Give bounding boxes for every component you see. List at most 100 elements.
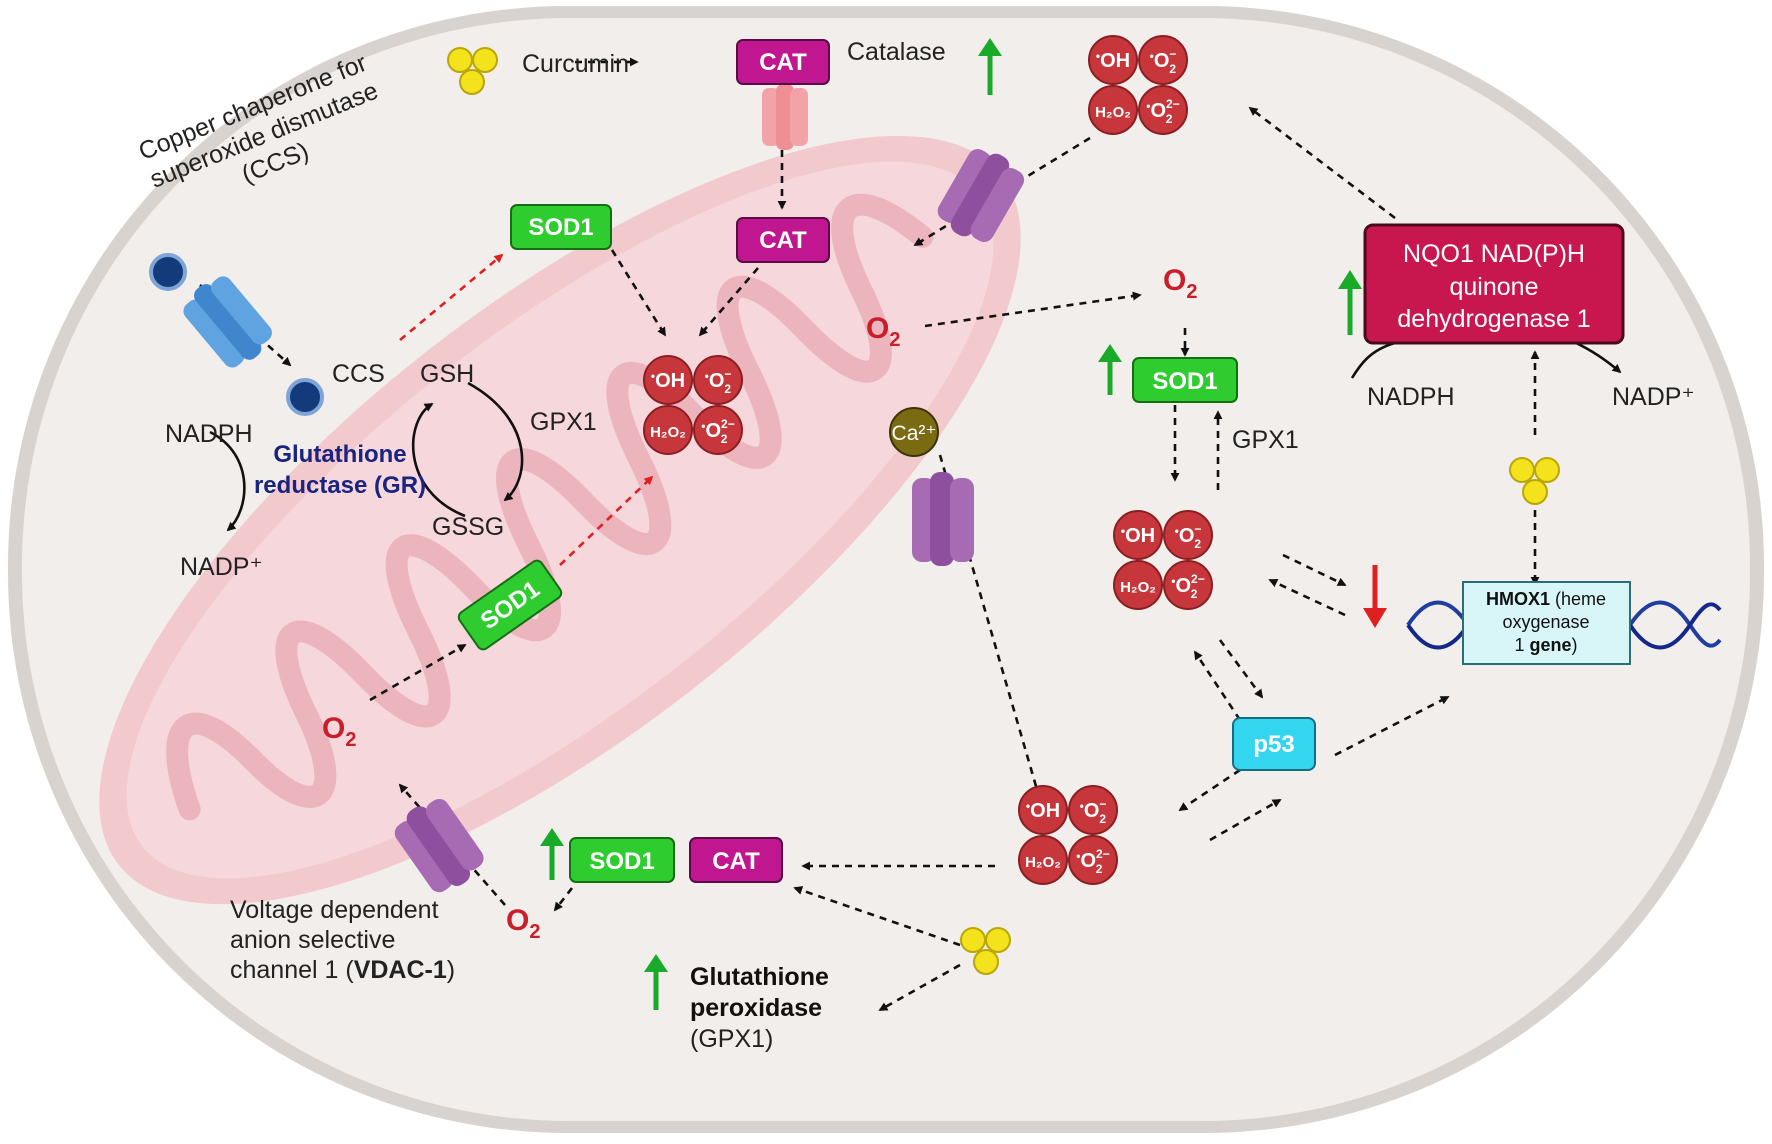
ros-cluster-top-o22minus-disc — [1138, 85, 1188, 135]
ros-cluster-top-o2minus-label: •O−2 — [1150, 47, 1177, 76]
ros-cluster-right-o22minus-o: O — [1175, 575, 1191, 597]
ros-cluster-top-o2minus-charge: − — [1169, 47, 1176, 61]
edge-ros-hmox-1 — [1282, 553, 1347, 587]
nadp-left-label: NADP⁺ — [180, 553, 263, 581]
nadph-left-label: NADPH — [165, 420, 253, 448]
ros-cluster-top-o2minus-o: O — [1154, 50, 1170, 72]
ros-cluster-mito-o22minus-charge: 2− — [721, 417, 735, 431]
ros-cluster-top-o22minus-charge: 2− — [1166, 97, 1180, 111]
ros-cluster-mito-o2minus-label: •O−2 — [705, 367, 732, 396]
red-connectors — [399, 253, 654, 566]
ros-cluster-bottom-o22minus-o: O — [1080, 850, 1096, 872]
nqo1-box: NQO1 NAD(P)H quinone dehydrogenase 1 — [1363, 223, 1625, 345]
o2-label-right: O2 — [1163, 264, 1197, 303]
ros-cluster-mito-oh-text: OH — [655, 370, 685, 392]
o2-mito-sub: 2 — [889, 329, 900, 351]
o2-right-o: O — [1163, 264, 1186, 297]
edge-nqo1-ros — [1248, 106, 1396, 220]
ros-cluster-top-o2minus-dot: • — [1150, 49, 1154, 63]
mitochondrion — [99, 135, 1021, 905]
p53-label: p53 — [1253, 731, 1294, 758]
gpx-line-2: peroxidase — [690, 994, 822, 1022]
gpx-line-1: Glutathione — [690, 963, 829, 991]
ros-cluster-bottom-oh-text: OH — [1030, 800, 1060, 822]
cat-box-bottom-label: CAT — [712, 848, 760, 875]
nadph-right-label: NADPH — [1367, 383, 1455, 411]
cat-box-top: CAT — [736, 39, 830, 85]
cat-box-bottom: CAT — [689, 837, 783, 883]
ros-cluster-bottom-o2minus-o: O — [1084, 800, 1100, 822]
ros-cluster-mito-o2minus-charge: − — [724, 367, 731, 381]
ros-cluster-mito-o2minus-disc — [693, 355, 743, 405]
hmox1-l3-bold: gene — [1530, 635, 1572, 655]
ros-cluster-bottom-o22minus-dot: • — [1076, 849, 1080, 863]
edge-ros-p53-b — [1209, 798, 1282, 842]
ros-cluster-right-o22minus-disc — [1163, 560, 1213, 610]
ros-cluster-top-o2minus-sub: 2 — [1169, 62, 1176, 76]
gsh-label: GSH — [420, 360, 474, 388]
ros-cluster-bottom-oh-dot: • — [1026, 799, 1030, 813]
sod1-box-right: SOD1 — [1132, 357, 1238, 403]
ros-cluster-top-h2o2-disc — [1088, 85, 1138, 135]
sod1-box-top-label: SOD1 — [528, 214, 593, 241]
ros-cluster-bottom-o22minus-sub: 2 — [1096, 862, 1103, 876]
o2-bottom-sub: 2 — [529, 921, 540, 943]
ros-cluster-mito-o22minus-sub: 2 — [721, 432, 728, 446]
ros-cluster-mito-oh-disc — [643, 355, 693, 405]
curcumin-molecule-right — [1509, 457, 1560, 505]
ros-clusters: •OH•O−2H₂O₂•O2−2•OH•O−2H₂O₂•O2−2•OH•O−2H… — [643, 35, 1213, 885]
o2-left-text: O2 — [322, 712, 356, 751]
sod1-box-top: SOD1 — [510, 204, 612, 250]
edge-cat-ros — [698, 267, 759, 337]
gr-line-1: Glutathione — [273, 441, 406, 468]
ros-cluster-bottom-o2minus-label: •O−2 — [1080, 797, 1107, 826]
vdac-line-2: anion selective — [230, 926, 395, 954]
hmox1-line-1: HMOX1 (heme — [1486, 589, 1606, 609]
ros-cluster-bottom-o2minus-sub: 2 — [1099, 812, 1106, 826]
ros-cluster-right-o22minus-sub: 2 — [1191, 587, 1198, 601]
connectors — [199, 57, 1540, 1012]
up-arrow-sod1-bottom — [540, 828, 564, 880]
down-arrow-hmox — [1363, 565, 1387, 628]
ros-cluster-bottom-o2minus-disc — [1068, 785, 1118, 835]
edge-p53-hmox — [1334, 695, 1450, 757]
ros-cluster-right-o22minus-charge: 2− — [1191, 572, 1205, 586]
up-arrow-gpx — [644, 954, 668, 1010]
ros-cluster-mito-o22minus-label: •O2−2 — [701, 417, 734, 446]
nadp-right-label: NADP⁺ — [1612, 383, 1695, 411]
edge-o2-sod1d — [369, 643, 467, 702]
up-arrow-sod1-right — [1098, 344, 1122, 395]
ros-cluster-right-o2minus-label: •O−2 — [1175, 522, 1202, 551]
edge-o2-o2 — [924, 291, 1142, 328]
ros-cluster-top-o2minus-disc — [1138, 35, 1188, 85]
o2-bottom-o: O — [506, 904, 529, 937]
o2-mito-o: O — [866, 312, 889, 345]
ros-cluster-mito-oh-label: •OH — [651, 369, 685, 392]
o2-right-text: O2 — [1163, 264, 1197, 303]
ros-cluster-top-oh-disc — [1088, 35, 1138, 85]
vdac-line-1: Voltage dependent — [230, 896, 439, 924]
ros-cluster-top-o22minus-dot: • — [1146, 99, 1150, 113]
o2-bottom-text: O2 — [506, 904, 540, 943]
ros-cluster-bottom-h2o2-disc — [1018, 835, 1068, 885]
curcumin-molecule-bottom — [960, 927, 1011, 975]
nqo1-line-1: NQO1 NAD(P)H — [1403, 240, 1585, 268]
gpx1-label-right: GPX1 — [1232, 426, 1299, 454]
catalase-label: Catalase — [847, 38, 946, 66]
ros-cluster-mito-o22minus-o: O — [705, 420, 721, 442]
nqo1-line-2: quinone — [1450, 273, 1539, 301]
ros-cluster-right-o2minus-disc — [1163, 510, 1213, 560]
sod1-box-bottom: SOD1 — [569, 837, 675, 883]
vdac-l3-pre: channel 1 ( — [230, 956, 354, 984]
o2-left-sub: 2 — [345, 729, 356, 751]
gssg-label: GSSG — [432, 513, 504, 541]
copper-bead-top — [149, 253, 187, 291]
calcium-ion: Ca²⁺ — [889, 407, 939, 457]
ros-cluster-bottom-o22minus-disc — [1068, 835, 1118, 885]
sod1-box-bottom-label: SOD1 — [589, 848, 654, 875]
hmox1-l3-pre: 1 — [1514, 635, 1529, 655]
